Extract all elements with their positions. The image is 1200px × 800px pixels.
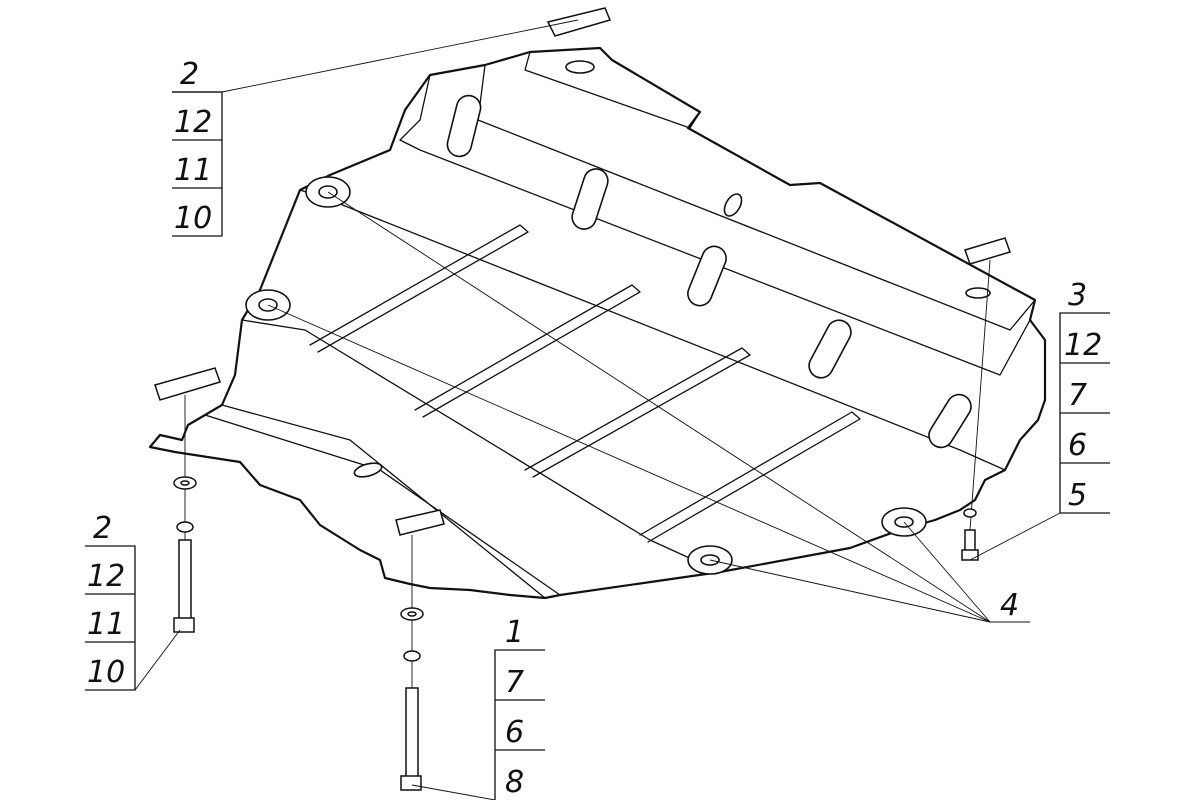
callout-label: 10 — [174, 201, 212, 236]
callout-table-bottom-center: 1 7 6 8 — [494, 615, 545, 800]
callout-label: 6 — [1068, 428, 1087, 463]
callout-label: 10 — [87, 655, 125, 690]
upper-ridge-inner — [477, 64, 1036, 331]
callout-label: 12 — [174, 105, 212, 140]
callout-label: 7 — [505, 665, 524, 700]
callout-table-right: 3 12 7 6 5 — [1059, 278, 1110, 514]
callout-label: 3 — [1068, 278, 1087, 313]
leader-lines — [134, 19, 1061, 800]
callout-label: 1 — [505, 615, 524, 650]
callout-label: 11 — [87, 607, 125, 642]
callout-table-top-left: 2 12 11 10 — [172, 57, 223, 237]
fastener-stack-right — [961, 259, 991, 561]
upper-flange — [524, 51, 701, 129]
lower-bend — [241, 319, 721, 573]
callout-label: 2 — [180, 57, 199, 92]
callout-label-single: 4 — [1000, 588, 1019, 623]
callout-label: 8 — [505, 765, 524, 800]
skid-plate-body — [148, 46, 1047, 600]
mounting-brackets — [154, 7, 1011, 536]
callout-label: 7 — [1068, 378, 1087, 413]
fastener-stack-center — [400, 535, 424, 791]
callout-label: 5 — [1068, 478, 1087, 513]
ventilation-slots — [353, 60, 991, 478]
callout-label: 11 — [174, 153, 212, 188]
fastener-stack-left — [173, 395, 197, 633]
stiffening-ribs — [309, 224, 861, 543]
callout-label: 12 — [87, 559, 125, 594]
upper-ridge — [399, 74, 1031, 376]
callout-label: 2 — [93, 511, 112, 546]
callout-label: 12 — [1064, 328, 1102, 363]
callout-label: 6 — [505, 715, 524, 750]
callout-table-bottom-left: 2 12 11 10 — [85, 511, 136, 691]
side-flange — [221, 404, 546, 599]
